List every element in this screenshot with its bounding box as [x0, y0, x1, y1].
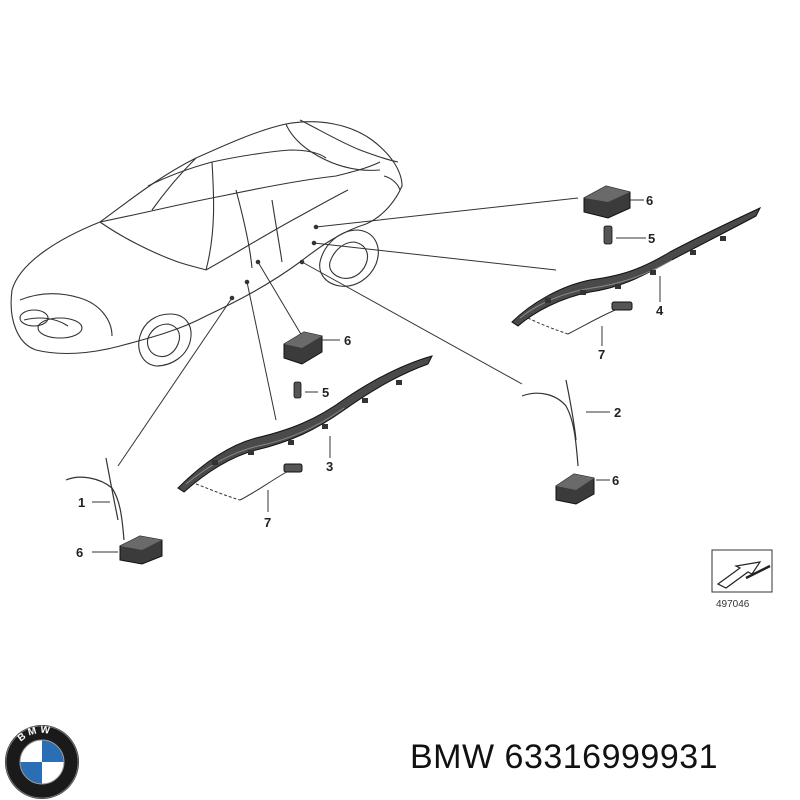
- brand-part-label: BMW 63316999931: [410, 738, 718, 777]
- control-module-middle: [283, 331, 340, 365]
- cable-left: [65, 457, 125, 541]
- trim-strip-right: [511, 206, 762, 327]
- wire-left: [195, 463, 303, 512]
- wire-right: [527, 301, 633, 346]
- control-module-upper-right: [583, 185, 644, 219]
- callout-part-5-lower: 5: [322, 385, 329, 400]
- part-number: 63316999931: [504, 738, 719, 776]
- cable-right: [521, 379, 610, 467]
- callout-part-2: 2: [614, 405, 621, 420]
- callout-part-7-right: 7: [598, 347, 605, 362]
- brand-name: BMW: [410, 738, 495, 776]
- car-outline: [10, 119, 403, 367]
- trim-strip-center: [177, 355, 433, 493]
- callout-part-5-upper: 5: [648, 231, 655, 246]
- callout-part-1: 1: [78, 495, 85, 510]
- callout-part-3: 3: [326, 459, 333, 474]
- callout-part-6-middle: 6: [344, 333, 351, 348]
- reference-box: [711, 549, 773, 593]
- leader-lines: [117, 197, 579, 467]
- callout-part-6-right: 6: [612, 473, 619, 488]
- callout-part-6-upper-right: 6: [646, 193, 653, 208]
- control-module-right: [555, 473, 610, 505]
- arrow-icon: [716, 561, 762, 589]
- sensor-middle: [293, 381, 318, 399]
- sensor-upper-right: [603, 225, 646, 245]
- callout-part-7-left: 7: [264, 515, 271, 530]
- bmw-logo: BMW: [5, 724, 79, 799]
- control-module-left: [92, 535, 163, 565]
- reference-number: 497046: [716, 599, 750, 610]
- callout-part-4: 4: [656, 303, 664, 318]
- callout-part-6-left: 6: [76, 545, 83, 560]
